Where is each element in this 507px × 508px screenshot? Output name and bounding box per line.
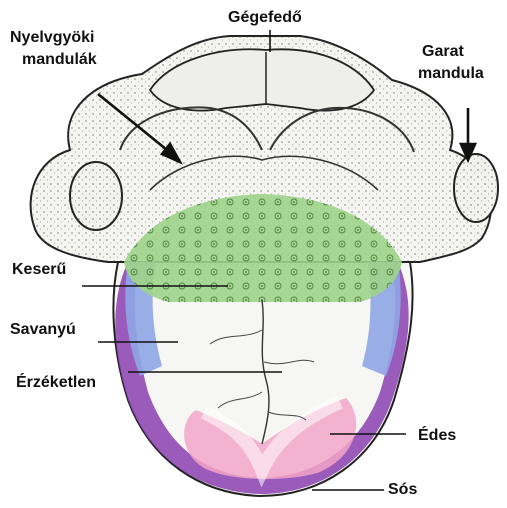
label-garat-line1: Garat bbox=[422, 42, 464, 61]
label-gegefedo: Gégefedő bbox=[228, 8, 302, 27]
label-sos: Sós bbox=[388, 480, 417, 499]
label-nyelvgyoki-line2: mandulák bbox=[22, 50, 97, 69]
label-nyelvgyoki-line1: Nyelvgyöki bbox=[10, 28, 94, 47]
label-erzeketlen: Érzéketlen bbox=[16, 373, 96, 392]
label-garat-line2: mandula bbox=[418, 64, 484, 83]
label-savanyu: Savanyú bbox=[10, 320, 76, 339]
label-keseru: Keserű bbox=[12, 260, 66, 279]
label-edes: Édes bbox=[418, 426, 456, 445]
